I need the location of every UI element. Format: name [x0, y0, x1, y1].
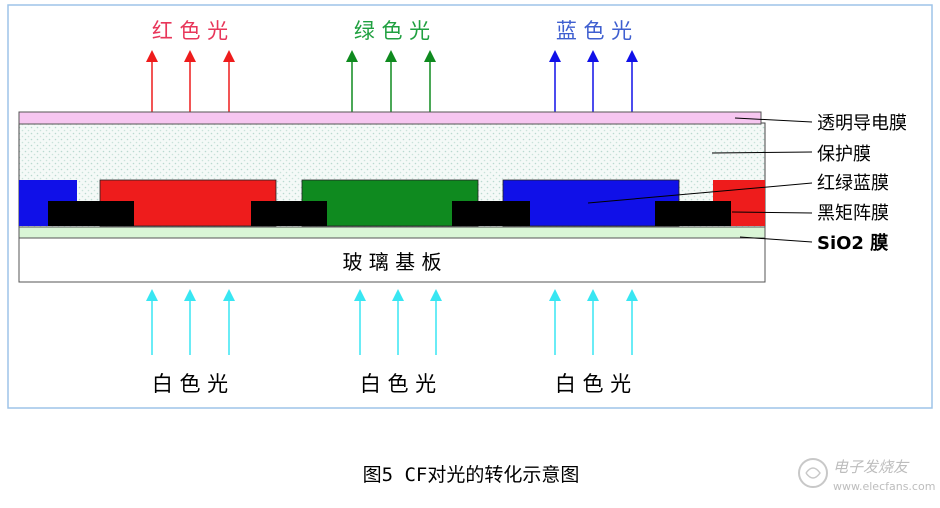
sio2-leader — [739, 236, 813, 243]
black-matrix-segment — [655, 201, 731, 226]
red-light-label: 红 色 光 — [152, 19, 228, 43]
black-matrix-label: 黑矩阵膜 — [817, 203, 889, 224]
watermark-url: www.elecfans.com — [833, 480, 935, 493]
green-filter — [301, 179, 479, 227]
rgb-label: 红绿蓝膜 — [817, 173, 889, 194]
watermark-logo-icon — [798, 458, 828, 488]
blue-light-label: 蓝 色 光 — [556, 19, 632, 43]
white-light-label: 白 色 光 — [152, 372, 228, 396]
white-light-arrows — [146, 289, 638, 355]
protective-label: 保护膜 — [817, 144, 871, 165]
black-matrix-segment — [251, 201, 327, 226]
sio2-label: SiO2 膜 — [817, 232, 888, 254]
black-matrix-leader — [731, 211, 813, 214]
leader-lines — [587, 117, 813, 243]
sio2-layer — [18, 226, 766, 239]
protective-leader — [711, 151, 813, 154]
white-light-label: 白 色 光 — [555, 372, 631, 396]
watermark-text: 电子发烧友 — [833, 458, 910, 476]
green-light-label: 绿 色 光 — [354, 19, 430, 43]
substrate-label: 玻 璃 基 板 — [342, 250, 441, 274]
black-matrix-segment — [48, 201, 134, 226]
ito-leader — [734, 117, 813, 123]
glass-substrate — [18, 237, 766, 283]
rgb-leader — [587, 182, 813, 204]
figure-caption: 图5 CF对光的转化示意图 — [363, 464, 580, 486]
white-light-label: 白 色 光 — [360, 372, 436, 396]
ito-layer — [18, 111, 762, 125]
black-matrix-segment — [452, 201, 530, 226]
ito-label: 透明导电膜 — [817, 113, 907, 134]
watermark-logo: 电子发烧友 www.elecfans.com — [798, 458, 935, 493]
